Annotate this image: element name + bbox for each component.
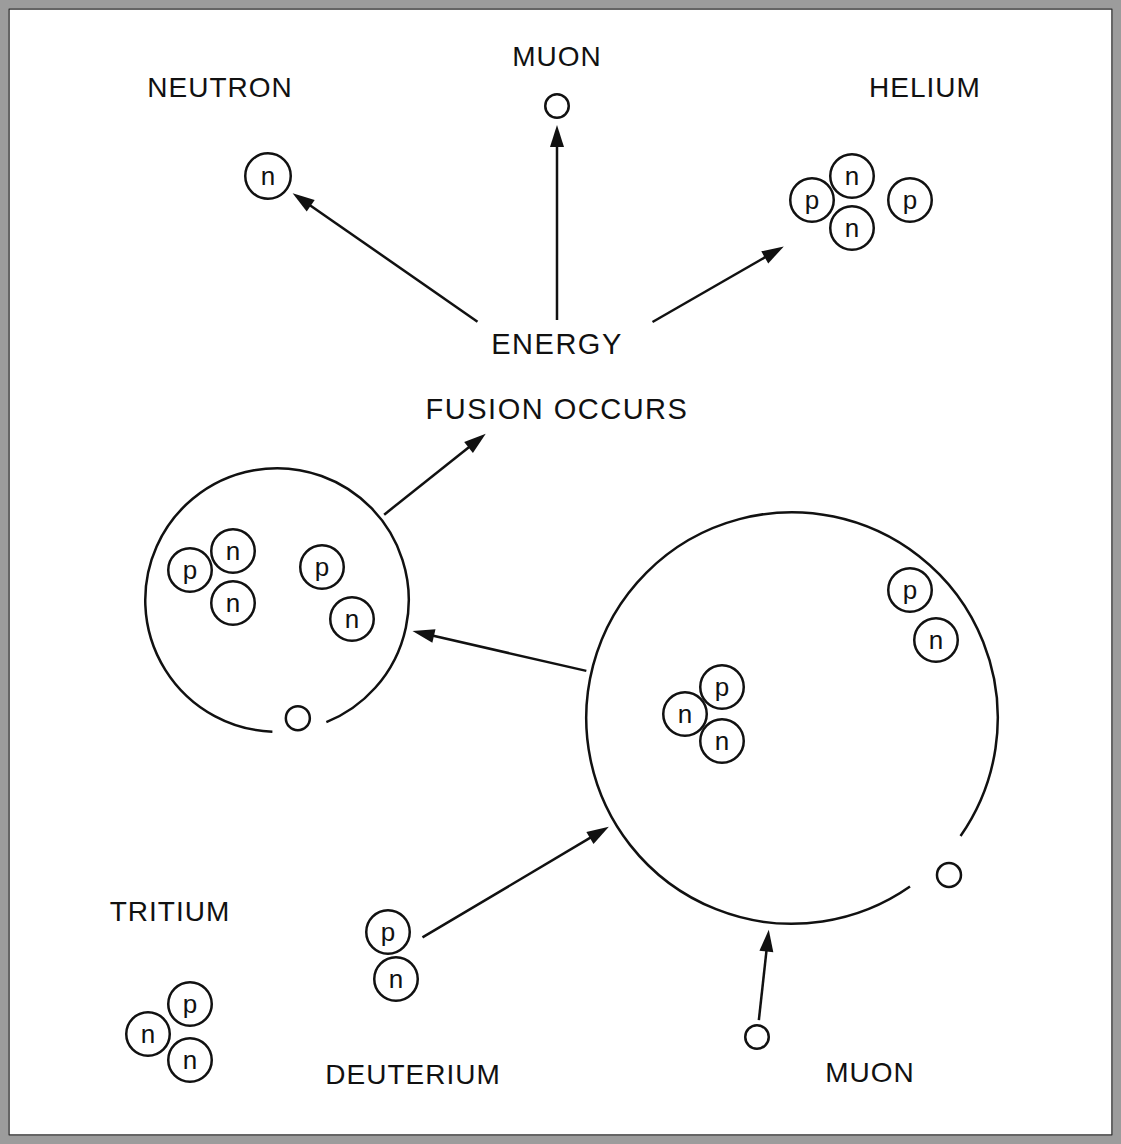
- arrow-connector: [759, 930, 773, 1020]
- orbit-outline: [585, 511, 999, 925]
- particle-letter: p: [299, 544, 345, 590]
- arrow-connector: [550, 125, 564, 320]
- arrow-connector: [653, 246, 784, 322]
- arrow-connector: [293, 193, 478, 322]
- particle-circle: n: [125, 1011, 171, 1057]
- particle-circle: n: [167, 1037, 213, 1083]
- particle-letter: n: [210, 580, 256, 626]
- particle-circle: p: [789, 177, 835, 223]
- particle-circle: n: [829, 205, 875, 251]
- particle-letter: n: [373, 956, 419, 1002]
- arrow-line: [556, 143, 559, 320]
- muon-circle: MUON: [744, 1024, 770, 1050]
- arrow-connector: [422, 827, 608, 938]
- particle-letter: p: [167, 981, 213, 1027]
- circle-outline: [744, 1024, 770, 1050]
- arrow-line: [307, 203, 477, 321]
- orbit-line: [586, 512, 998, 924]
- muon-molecule-circle: pnnpn: [585, 511, 999, 925]
- particle-name: TRITIUM: [110, 898, 231, 926]
- particle-letter: n: [210, 528, 256, 574]
- particle-letter: n: [244, 152, 292, 200]
- particle-circle: NEUTRONn: [244, 152, 292, 200]
- particle-letter: p: [699, 664, 745, 710]
- arrow-line: [759, 948, 767, 1020]
- particle-circle: n: [662, 691, 708, 737]
- particle-circle: p: [167, 981, 213, 1027]
- particle-letter: p: [887, 177, 933, 223]
- orbit-outline: [144, 467, 410, 733]
- fusion-text: ENERGY: [426, 330, 689, 359]
- arrow-head: [586, 827, 608, 844]
- particle-circle: n: [210, 580, 256, 626]
- muon-circle: [937, 863, 961, 887]
- particle-letter: n: [329, 596, 375, 642]
- particle-circle: n: [329, 596, 375, 642]
- particle-letter: p: [167, 547, 213, 593]
- orbit-line: [145, 468, 409, 731]
- particle-name: MUON: [825, 1059, 915, 1087]
- fusion-caption: ENERGY FUSION OCCURS: [420, 324, 695, 430]
- particle-name: DEUTERIUM: [325, 1061, 500, 1089]
- arrow-head: [550, 125, 564, 147]
- frame-band: [4, 4, 1117, 1140]
- arrow-line: [384, 445, 472, 515]
- particle-letter: n: [913, 617, 959, 663]
- nucleus-group: TRITIUMpnn: [125, 981, 213, 1083]
- muon-circle: MUON: [544, 93, 570, 119]
- particle-letter: p: [365, 909, 411, 955]
- frame-line: [9, 9, 1112, 1135]
- fusion-text: FUSION OCCURS: [426, 395, 689, 424]
- particle-letter: n: [699, 718, 745, 764]
- muon-molecule-circle: pnnpn: [144, 467, 410, 733]
- particle-letter: n: [167, 1037, 213, 1083]
- nucleus-group: DEUTERIUMpn: [365, 909, 419, 1002]
- particle-letter: p: [789, 177, 835, 223]
- circle-line: [745, 1025, 769, 1049]
- muon-circle: [286, 706, 310, 730]
- arrow-head: [464, 434, 486, 453]
- arrow-line: [430, 635, 586, 671]
- particle-letter: n: [829, 153, 875, 199]
- arrow-head: [761, 246, 784, 263]
- particle-letter: p: [887, 567, 933, 613]
- particle-circle: p: [887, 567, 933, 613]
- particle-name: NEUTRON: [147, 74, 292, 102]
- circle-outline: [544, 93, 570, 119]
- particle-circle: n: [829, 153, 875, 199]
- particle-circle: p: [167, 547, 213, 593]
- particle-circle: n: [373, 956, 419, 1002]
- particle-letter: n: [125, 1011, 171, 1057]
- particle-circle: p: [299, 544, 345, 590]
- particle-circle: n: [699, 718, 745, 764]
- particle-name: HELIUM: [869, 74, 981, 102]
- nucleus-group: HELIUMpnpn: [789, 153, 933, 251]
- arrow-head: [759, 930, 773, 953]
- particle-letter: n: [662, 691, 708, 737]
- particle-circle: p: [887, 177, 933, 223]
- arrow-head: [293, 193, 315, 211]
- circle-line: [545, 94, 569, 118]
- arrow-head: [412, 629, 435, 643]
- particle-letter: n: [829, 205, 875, 251]
- particle-circle: n: [913, 617, 959, 663]
- arrow-connector: [384, 434, 486, 515]
- arrow-line: [422, 836, 593, 937]
- particle-name: MUON: [512, 43, 602, 71]
- arrow-line: [653, 255, 769, 322]
- particle-circle: n: [210, 528, 256, 574]
- particle-circle: p: [699, 664, 745, 710]
- particle-circle: p: [365, 909, 411, 955]
- arrow-connector: [412, 629, 586, 671]
